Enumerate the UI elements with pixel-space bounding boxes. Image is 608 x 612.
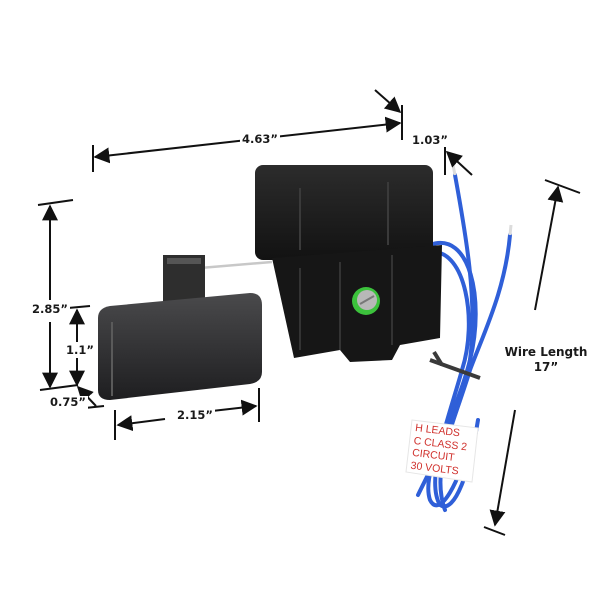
dimension-overall-length: 4.63” <box>240 132 280 146</box>
wire-length-title: Wire Length <box>504 345 588 359</box>
wire-length-value: 17” <box>533 360 559 374</box>
dimension-wire-offset: 1.03” <box>410 133 450 147</box>
wire-length-label: Wire Length 17” <box>496 345 596 375</box>
wire-tag: H LEADS C CLASS 2 CIRCUIT 30 VOLTS <box>410 422 469 478</box>
dimension-float-height: 1.1” <box>64 343 96 357</box>
dimension-float-depth: 0.75” <box>48 395 88 409</box>
dimension-float-width: 2.15” <box>175 408 215 422</box>
dimension-overall-height: 2.85” <box>30 302 70 316</box>
